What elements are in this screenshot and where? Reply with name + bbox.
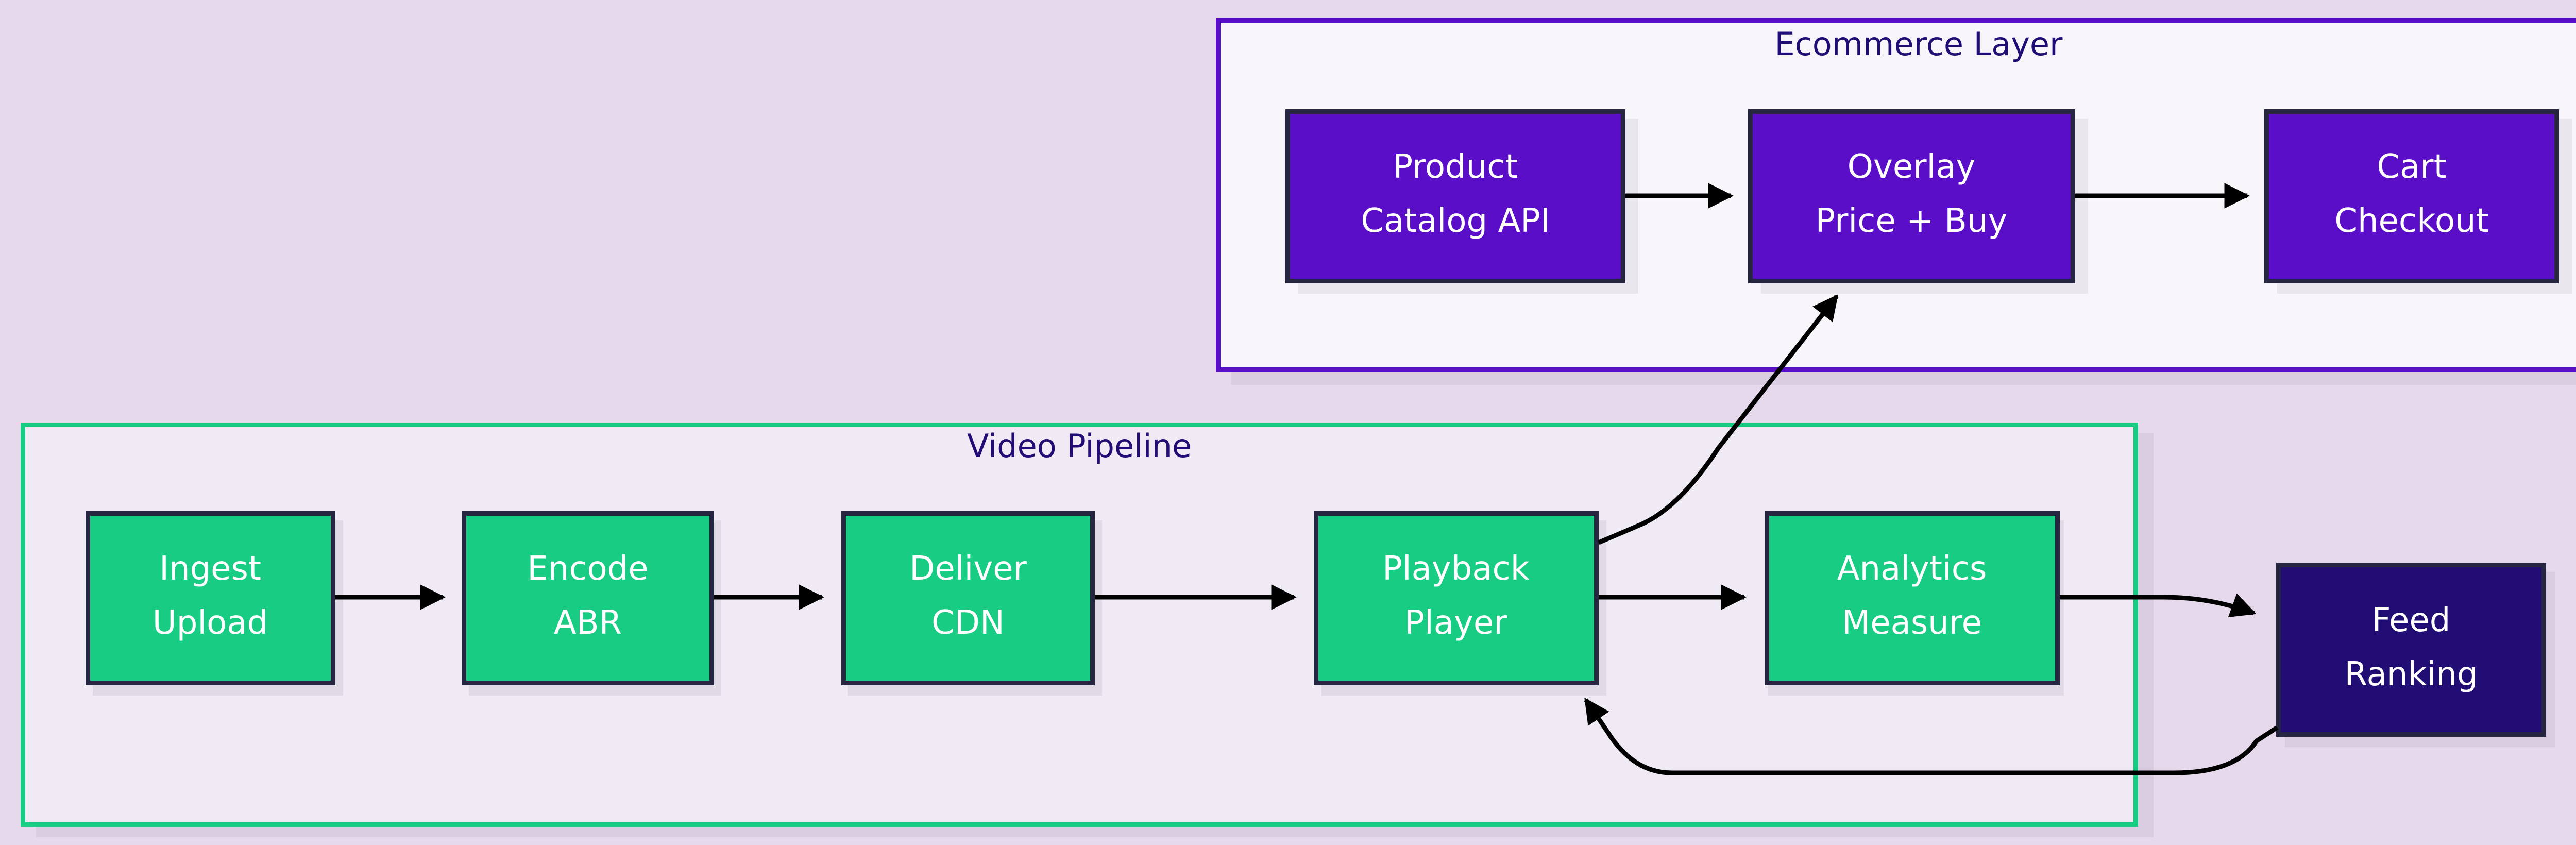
node-cart-checkout[interactable]: Cart Checkout	[2264, 109, 2572, 294]
node-label-line1: Analytics	[1837, 550, 1987, 588]
node-label-line1: Playback	[1382, 550, 1530, 588]
node-label-line2: Catalog API	[1361, 202, 1550, 240]
node-label-line2: Checkout	[2334, 202, 2488, 240]
node-encode-abr[interactable]: Encode ABR	[462, 511, 722, 696]
node-label-line2: Price + Buy	[1816, 202, 2008, 240]
node-label-line1: Product	[1393, 148, 1518, 186]
cluster-title: Ecommerce Layer	[1774, 25, 2063, 63]
node-label-line2: Upload	[152, 604, 268, 642]
node-label-line2: Player	[1404, 604, 1507, 642]
node-overlay-price-buy[interactable]: Overlay Price + Buy	[1748, 109, 2089, 294]
node-box	[1285, 109, 1625, 283]
node-box	[2276, 563, 2546, 737]
node-ingest-upload[interactable]: Ingest Upload	[86, 511, 344, 696]
node-feed-ranking[interactable]: Feed Ranking	[2276, 563, 2556, 748]
node-box	[86, 511, 335, 685]
node-box	[1748, 109, 2075, 283]
node-label-line1: Feed	[2372, 601, 2451, 639]
node-label-line1: Encode	[527, 550, 648, 588]
node-label-line2: Measure	[1842, 604, 1982, 642]
node-label-line2: Ranking	[2345, 655, 2478, 694]
node-box	[841, 511, 1095, 685]
edge-playback-to-overlay	[1598, 294, 1839, 545]
edge-feed-to-playback	[1584, 697, 2279, 775]
cluster-title: Video Pipeline	[967, 427, 1192, 465]
node-deliver-cdn[interactable]: Deliver CDN	[841, 511, 1103, 696]
edge-analytics-to-feed	[2060, 593, 2257, 617]
edges	[335, 183, 2279, 775]
node-playback-player[interactable]: Playback Player	[1314, 511, 1607, 696]
node-product-catalog-api[interactable]: Product Catalog API	[1285, 109, 1639, 294]
node-box	[1314, 511, 1599, 685]
node-label-line2: CDN	[931, 604, 1005, 642]
node-box	[462, 511, 714, 685]
node-label-line1: Ingest	[159, 550, 261, 588]
node-label-line1: Cart	[2377, 148, 2446, 186]
node-analytics-measure[interactable]: Analytics Measure	[1765, 511, 2064, 696]
node-label-line1: Overlay	[1848, 148, 1976, 186]
node-label-line1: Deliver	[909, 550, 1027, 588]
node-box	[1765, 511, 2060, 685]
node-box	[2264, 109, 2559, 283]
node-label-line2: ABR	[554, 604, 622, 642]
